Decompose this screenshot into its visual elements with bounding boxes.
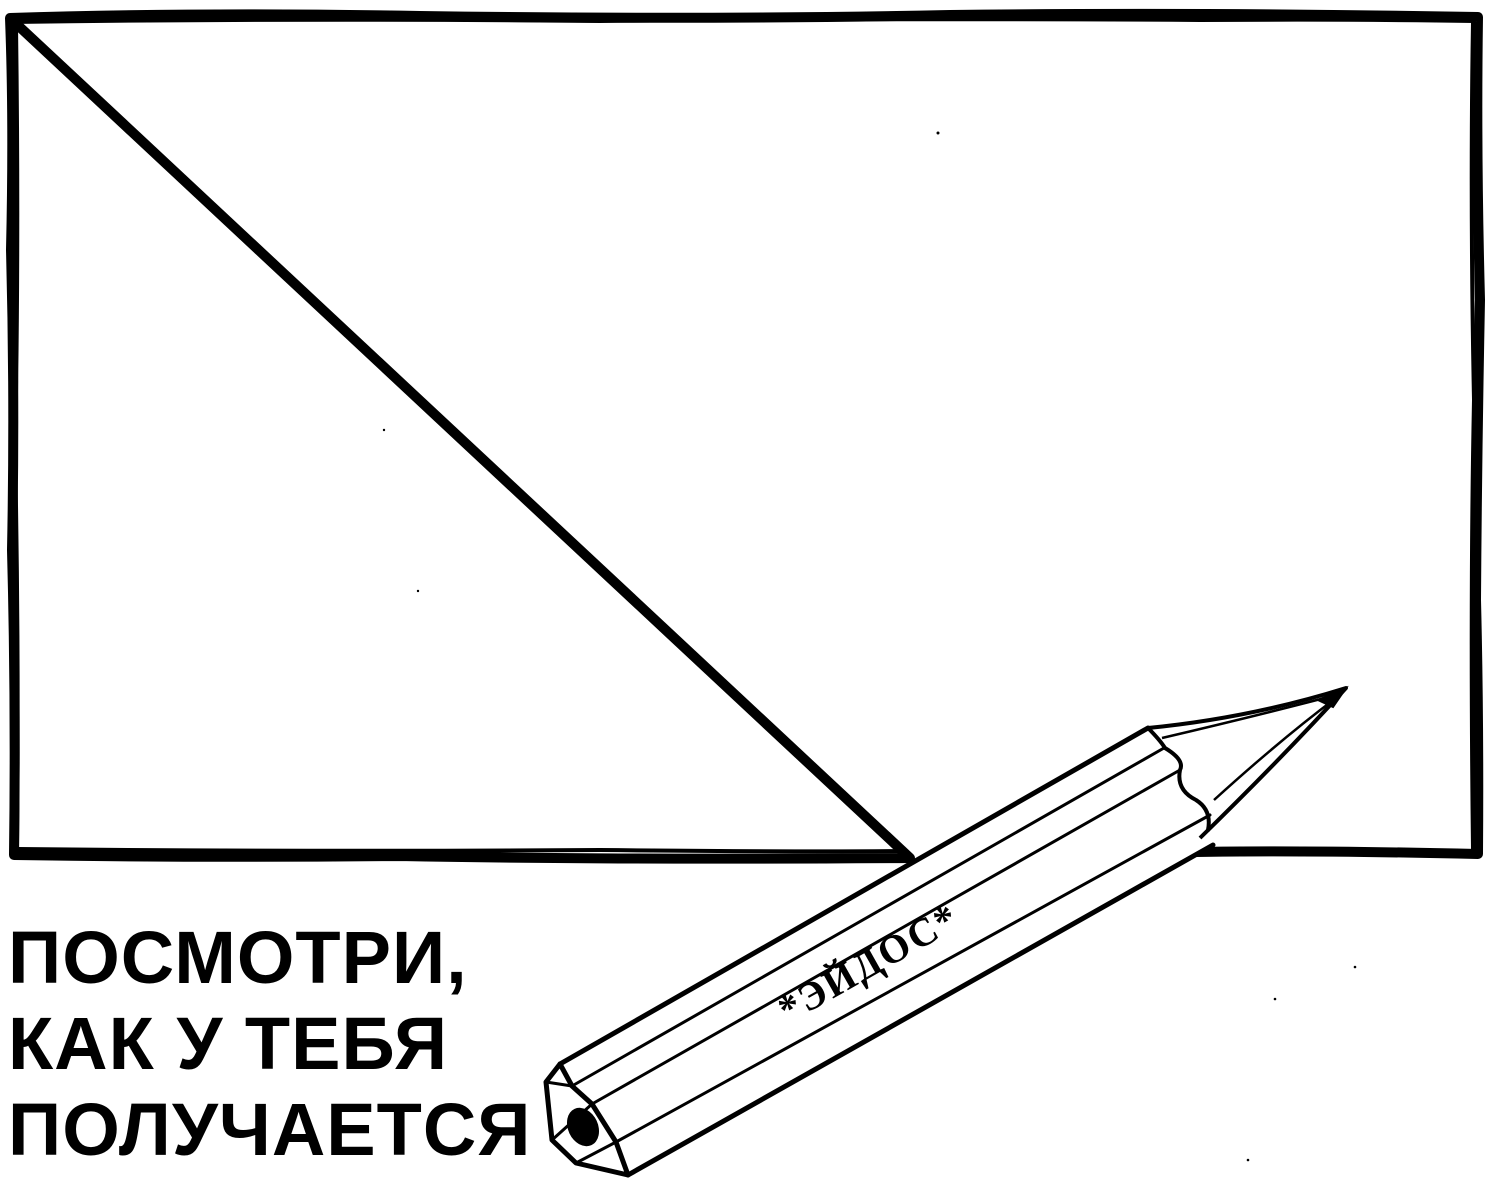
- pencil-lead-end: [566, 1107, 600, 1147]
- caption-line-1: ПОСМОТРИ,: [8, 916, 468, 999]
- pencil-icon: *ЭЙДОС*: [543, 685, 1349, 1178]
- scan-speckles: [382, 131, 1480, 1162]
- caption-line-3: ПОЛУЧАЕТСЯ: [8, 1088, 532, 1171]
- caption-text: ПОСМОТРИ, КАК У ТЕБЯ ПОЛУЧАЕТСЯ: [8, 915, 531, 1173]
- caption-line-2: КАК У ТЕБЯ: [8, 1002, 449, 1085]
- drawing-area: [5, 8, 1485, 864]
- drawing-frame: [5, 8, 1485, 864]
